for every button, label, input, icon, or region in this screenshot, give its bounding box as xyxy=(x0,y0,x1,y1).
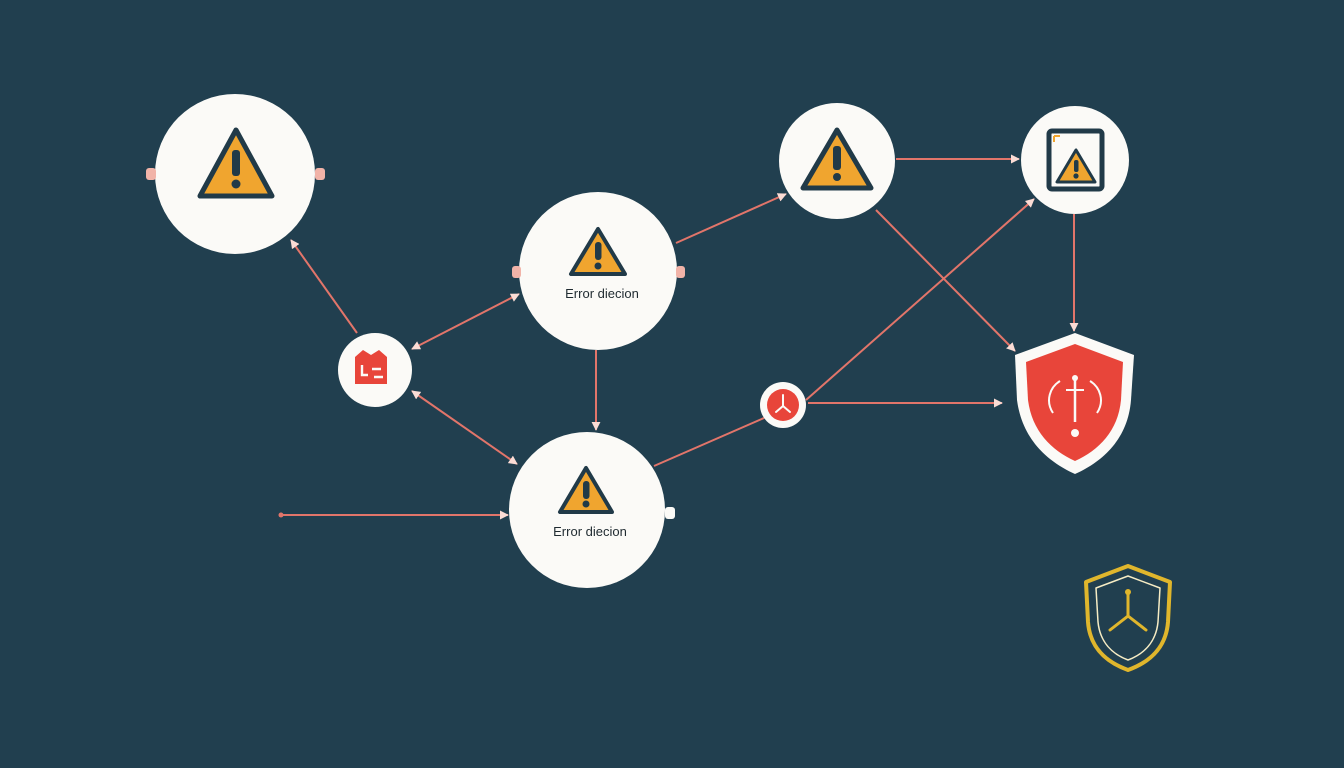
edge-centertop-to-topmid xyxy=(675,193,787,244)
edge-clock-to-topright xyxy=(805,198,1035,401)
red-clock-icon xyxy=(767,389,799,421)
red-link-icon xyxy=(355,350,387,384)
edge-link-centerbottom xyxy=(411,390,518,465)
warning-triangle-icon xyxy=(197,127,275,199)
red-shield-icon xyxy=(1015,333,1134,474)
node-warning-top-right[interactable] xyxy=(1021,106,1129,214)
edge-link-centertop xyxy=(411,293,520,350)
node-red-clock[interactable] xyxy=(760,382,806,428)
warning-triangle-icon xyxy=(558,466,614,514)
node-error-detection-top[interactable]: Error diecion xyxy=(512,192,685,350)
gold-shield-icon xyxy=(1084,564,1172,672)
warning-triangle-icon xyxy=(569,227,627,276)
node-warning-top-middle[interactable] xyxy=(779,103,895,219)
warning-triangle-icon xyxy=(800,127,874,191)
node-red-shield[interactable] xyxy=(1015,333,1134,474)
edge-input-start-dot xyxy=(278,512,284,518)
edge-topmid-to-shield xyxy=(875,209,1016,352)
node-warning-top-left[interactable] xyxy=(146,94,325,254)
edge-link-to-topleft xyxy=(290,239,358,334)
edges xyxy=(280,154,1079,520)
node-error-detection-bottom[interactable]: Error diecion xyxy=(509,432,675,588)
node-label: Error diecion xyxy=(565,286,639,301)
edge-centerbottom-to-clock xyxy=(653,417,765,467)
node-red-link[interactable] xyxy=(338,333,412,407)
framed-warning-icon xyxy=(1046,128,1105,192)
node-label: Error diecion xyxy=(553,524,627,539)
